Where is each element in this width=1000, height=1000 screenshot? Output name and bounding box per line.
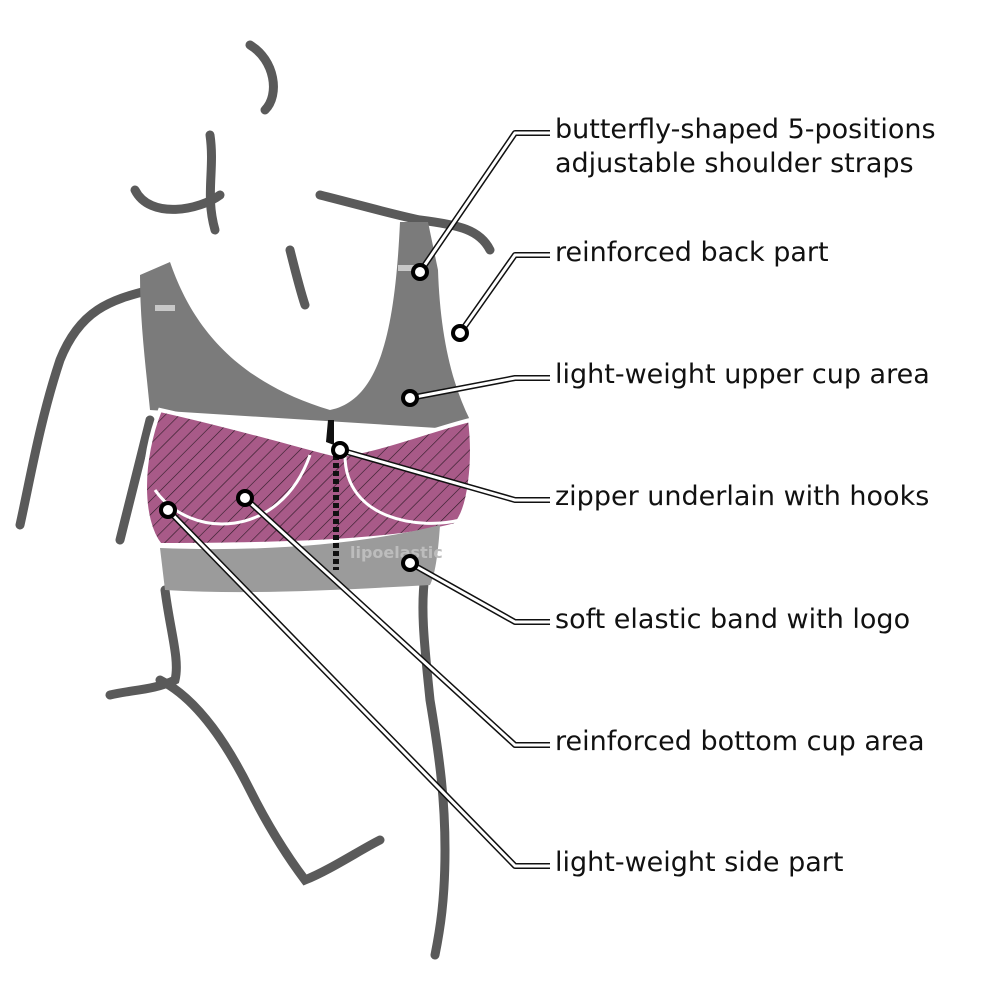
strap-slider xyxy=(398,265,424,271)
brand-logo: lipoelastic xyxy=(350,543,443,562)
callout-text: adjustable shoulder straps xyxy=(555,148,914,179)
upper-cup xyxy=(140,222,470,430)
callout-text: butterfly-shaped 5-positions xyxy=(555,114,936,145)
callout-side-part: light-weight side part xyxy=(555,847,844,878)
callout-dot xyxy=(411,263,429,281)
cup-seam xyxy=(343,454,461,525)
callout-shoulder-straps: butterfly-shaped 5-positions adjustable … xyxy=(555,113,936,181)
callout-zipper: zipper underlain with hooks xyxy=(555,481,930,512)
callout-dot xyxy=(401,554,419,572)
callout-bottom-cup: reinforced bottom cup area xyxy=(555,726,925,757)
leader-lines xyxy=(165,130,550,869)
strap-slider xyxy=(155,305,175,311)
callout-dot xyxy=(331,441,349,459)
callout-back-part: reinforced back part xyxy=(555,237,829,268)
callout-elastic-band: soft elastic band with logo xyxy=(555,604,911,635)
callout-upper-cup: light-weight upper cup area xyxy=(555,359,930,390)
callout-dot xyxy=(236,489,254,507)
callout-dot xyxy=(159,501,177,519)
bottom-cup xyxy=(143,407,474,548)
callout-dots xyxy=(159,263,469,572)
callout-dot xyxy=(451,324,469,342)
body-outline xyxy=(15,40,495,960)
callout-dot xyxy=(401,389,419,407)
zipper-pull xyxy=(326,420,334,445)
